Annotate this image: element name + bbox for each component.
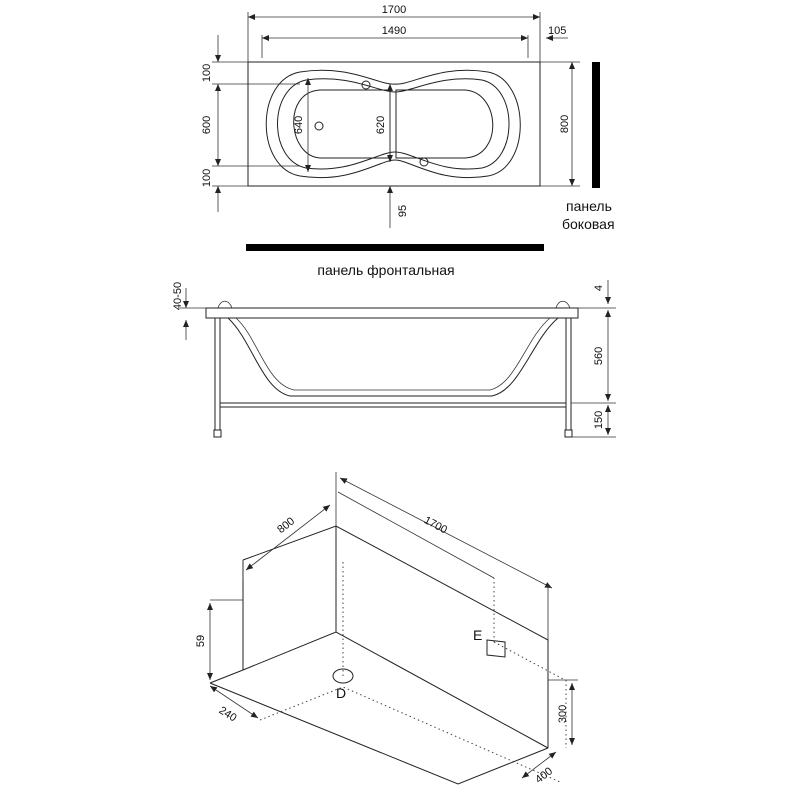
top-view: 1700 1490 105 100 600 100 640 620 800	[201, 4, 615, 278]
side-panel-label-line1: панель	[566, 198, 612, 214]
front-panel-label: панель фронтальная	[317, 262, 454, 278]
leg-left	[214, 317, 221, 431]
dim-legs: 150	[593, 411, 605, 429]
dim-length-top: 1700	[382, 4, 406, 16]
iso-view: D E 800 1700 59 240 300 400	[195, 472, 578, 786]
tub-rim-side	[205, 307, 579, 319]
dim-top-thickness: 4	[593, 285, 605, 291]
frame-bar	[219, 402, 567, 408]
drain-outlet	[332, 668, 354, 684]
tub-rim-outer	[265, 69, 521, 179]
dim-middle-width: 620	[375, 116, 387, 134]
side-view: 40-50 4 560 150	[172, 280, 616, 438]
label-supply: E	[473, 627, 482, 643]
tub-rim-inner	[277, 78, 510, 170]
dim-iso-drain-offset: 240	[217, 705, 239, 725]
box-top-back	[242, 525, 549, 641]
dim-iso-drain-height: 300	[557, 705, 569, 723]
front-panel-bar	[246, 244, 544, 251]
leg-right	[565, 317, 572, 431]
dim-offset: 105	[548, 25, 566, 37]
dim-bottom-offset: 95	[397, 205, 409, 217]
dim-edge-top: 100	[201, 64, 213, 82]
dim-inner-length: 1490	[382, 25, 406, 37]
box-bottom	[209, 682, 549, 785]
tub-body-side-inner	[235, 317, 551, 391]
drain-hole-top	[314, 121, 324, 131]
foot-right	[564, 429, 573, 438]
dim-depth: 560	[593, 347, 605, 365]
dim-bowl-width: 640	[293, 116, 305, 134]
jet-hole	[419, 157, 429, 167]
dim-iso-depth-offset: 400	[533, 765, 555, 786]
dim-iso-length: 1700	[422, 514, 449, 536]
overflow-hole	[361, 80, 371, 90]
tub-body-side	[227, 317, 559, 397]
dim-iso-height: 59	[195, 635, 207, 647]
side-panel-bar	[592, 62, 600, 188]
dim-width-top: 800	[559, 115, 571, 133]
dim-edge-bottom: 100	[201, 169, 213, 187]
supply-outlet	[486, 639, 506, 658]
label-drain: D	[336, 685, 346, 701]
tub-outline-top	[247, 61, 541, 187]
side-panel-label-line2: боковая	[562, 216, 615, 232]
dim-rim: 40-50	[172, 282, 184, 310]
dim-inner-width: 600	[201, 116, 213, 134]
foot-left	[213, 429, 222, 438]
tub-bowl-right	[395, 89, 494, 159]
